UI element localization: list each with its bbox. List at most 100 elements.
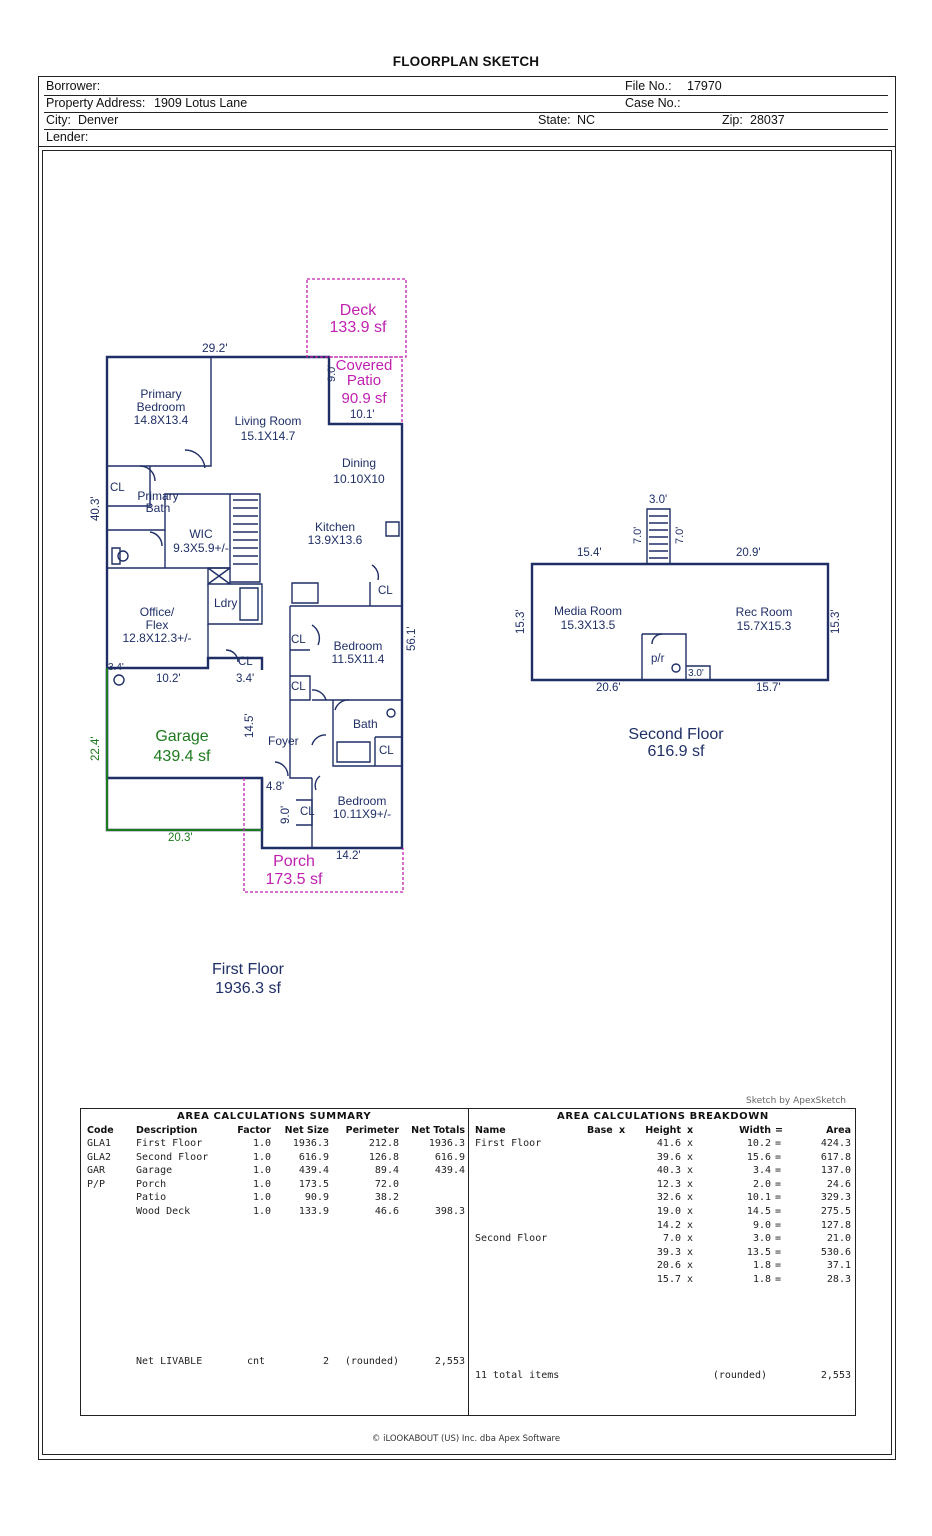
breakdown-cell: 37.1 bbox=[826, 1260, 851, 1272]
lender-label: Lender: bbox=[46, 130, 89, 144]
closet-label: CL bbox=[110, 482, 125, 494]
breakdown-cell: = bbox=[775, 1178, 782, 1190]
net-rounded: (rounded) bbox=[344, 1356, 399, 1367]
sketch-credit: Sketch by ApexSketch bbox=[746, 1096, 846, 1106]
porch-name: Porch bbox=[273, 853, 315, 870]
col-header: Net Size bbox=[284, 1125, 329, 1136]
breakdown-cell: 40.3 bbox=[656, 1165, 681, 1177]
summary-cell: 1.0 bbox=[252, 1192, 271, 1204]
file-no-value: 17970 bbox=[687, 79, 722, 93]
second-floor-interior bbox=[641, 508, 711, 680]
room-dims: 15.7X15.3 bbox=[736, 619, 792, 633]
breakdown-cell: = bbox=[775, 1246, 782, 1258]
deck-name: Deck bbox=[339, 302, 377, 319]
closet-label: CL bbox=[291, 681, 306, 693]
breakdown-cell: 329.3 bbox=[820, 1192, 851, 1204]
bottom-mid-dim: 3.0' bbox=[688, 668, 704, 679]
dining-label: Dining 10.10X10 bbox=[322, 455, 396, 487]
porch-bottom-dim: 14.2' bbox=[336, 850, 361, 862]
summary-cell: 173.5 bbox=[298, 1178, 329, 1190]
patio-label: Covered Patio 90.9 sf bbox=[326, 358, 402, 406]
breakdown-cell: 19.0 bbox=[656, 1206, 681, 1217]
breakdown-cell: 32.6 bbox=[656, 1192, 681, 1204]
bedroom-label: Bedroom 11.5X11.4 bbox=[322, 640, 394, 666]
copyright: © iLOOKABOUT (US) Inc. dba Apex Software bbox=[371, 1434, 561, 1444]
address-value: 1909 Lotus Lane bbox=[154, 96, 248, 110]
zip-label: Zip: bbox=[722, 113, 743, 127]
first-floor-label: First Floor 1936.3 sf bbox=[196, 960, 300, 998]
area-calculations: AREA CALCULATIONS SUMMARY AREA CALCULATI… bbox=[80, 1108, 856, 1416]
breakdown-cell: = bbox=[775, 1233, 782, 1245]
garage-label: Garage 439.4 sf bbox=[134, 727, 230, 767]
summary-cell: 126.8 bbox=[368, 1151, 399, 1163]
breakdown-cell: 9.0 bbox=[752, 1219, 771, 1231]
breakdown-cell: = bbox=[775, 1138, 782, 1149]
total-items-label: 11 total items bbox=[475, 1370, 560, 1381]
breakdown-cell: 13.5 bbox=[746, 1246, 771, 1258]
closet-dim: 3.4' bbox=[236, 673, 255, 685]
net-cnt: cnt bbox=[247, 1356, 266, 1367]
floor-name: First Floor bbox=[212, 961, 284, 978]
city-value: Denver bbox=[78, 113, 119, 127]
col-header: x bbox=[619, 1125, 626, 1136]
breakdown-cell: = bbox=[775, 1192, 782, 1204]
col-header: Net Totals bbox=[411, 1125, 465, 1136]
summary-cell: 1936.3 bbox=[428, 1138, 465, 1149]
closet-label: CL bbox=[291, 634, 306, 646]
state-value: NC bbox=[577, 113, 596, 127]
summary-cell: 1.0 bbox=[252, 1178, 271, 1190]
room-name: Primary bbox=[137, 489, 179, 503]
floor-name: Second Floor bbox=[628, 726, 724, 743]
top-right-dim: 20.9' bbox=[736, 547, 761, 559]
sketch-area-frame bbox=[42, 150, 892, 1455]
col-header: Factor bbox=[237, 1125, 271, 1136]
garage-name: Garage bbox=[155, 728, 209, 745]
breakdown-cell: x bbox=[687, 1192, 694, 1204]
state-label: State: bbox=[538, 113, 571, 127]
summary-cell: 89.4 bbox=[374, 1165, 399, 1177]
breakdown-cell: 14.2 bbox=[656, 1219, 681, 1231]
wic-label: WIC 9.3X5.9+/- bbox=[164, 527, 238, 555]
garage-bottom-dim: 20.3' bbox=[168, 832, 193, 844]
summary-cell: 72.0 bbox=[374, 1178, 399, 1190]
stair-left-dim: 7.0' bbox=[632, 526, 644, 544]
breakdown-cell: 127.8 bbox=[820, 1219, 851, 1231]
breakdown-cell: 3.0 bbox=[752, 1233, 771, 1245]
borrower-label: Borrower: bbox=[46, 79, 101, 93]
page-title: FLOORPLAN SKETCH bbox=[392, 54, 540, 69]
header-bottom-rule bbox=[38, 146, 896, 147]
summary-cell: 212.8 bbox=[368, 1138, 399, 1149]
foyer-label: Foyer bbox=[268, 734, 299, 748]
breakdown-cell: x bbox=[687, 1178, 694, 1190]
col-header: Perimeter bbox=[345, 1125, 399, 1136]
header-rule bbox=[44, 129, 888, 130]
summary-title: AREA CALCULATIONS SUMMARY bbox=[177, 1111, 372, 1122]
summary-cell: 616.9 bbox=[434, 1151, 465, 1163]
summary-cell: GLA2 bbox=[87, 1151, 112, 1163]
room-name: Dining bbox=[341, 456, 377, 470]
breakdown-cell: 1.8 bbox=[752, 1260, 771, 1272]
room-dims: 15.1X14.7 bbox=[240, 429, 296, 443]
room-dims: 12.8X12.3+/- bbox=[122, 631, 192, 645]
patio-name-2: Patio bbox=[346, 372, 382, 389]
table-divider bbox=[468, 1109, 469, 1415]
garage-top-dim: 10.2' bbox=[156, 673, 181, 685]
summary-cell: 616.9 bbox=[298, 1151, 329, 1163]
floorplan-sketch bbox=[105, 278, 830, 893]
breakdown-cell: 39.6 bbox=[656, 1151, 681, 1163]
room-dims: 13.9X13.6 bbox=[307, 533, 363, 547]
media-room-label: Media Room 15.3X13.5 bbox=[548, 604, 628, 632]
interior-walls bbox=[106, 357, 402, 848]
breakdown-cell: x bbox=[687, 1151, 694, 1163]
breakdown-cell: = bbox=[775, 1274, 782, 1285]
room-name: WIC bbox=[189, 527, 213, 541]
room-name: Media Room bbox=[553, 604, 623, 618]
primary-bath-label: Primary Bath bbox=[130, 490, 186, 514]
garage-outline bbox=[106, 668, 262, 831]
floor-area: 616.9 sf bbox=[647, 743, 705, 760]
room-name: Kitchen bbox=[314, 520, 356, 534]
stair-right-dim: 7.0' bbox=[674, 526, 686, 544]
summary-cell: 90.9 bbox=[304, 1192, 329, 1204]
room-name: Rec Room bbox=[735, 605, 793, 619]
garage-right-dim: 14.5' bbox=[244, 713, 256, 738]
